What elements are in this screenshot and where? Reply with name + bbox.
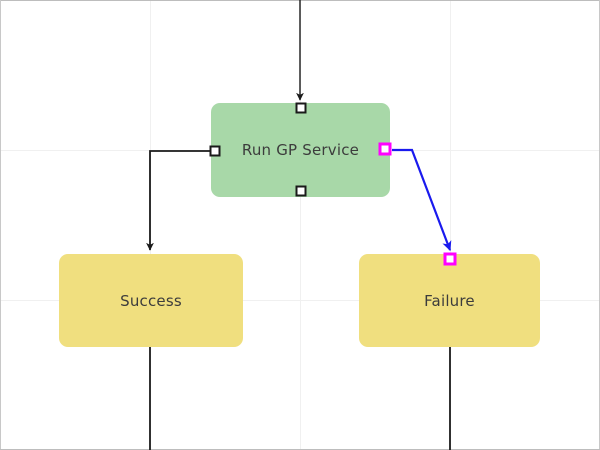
port-bottom-run-gp-service[interactable] bbox=[295, 185, 306, 197]
port-left-run-gp-service[interactable] bbox=[209, 145, 221, 157]
node-label-failure: Failure bbox=[424, 291, 475, 310]
node-label-run-gp-service: Run GP Service bbox=[241, 141, 360, 159]
canvas-left-border bbox=[0, 0, 1, 450]
edge-run-gp-service-to-success[interactable] bbox=[146, 150, 210, 251]
port-top-failure[interactable] bbox=[443, 252, 456, 266]
node-failure[interactable]: Failure bbox=[359, 254, 540, 347]
node-run-gp-service[interactable]: Run GP Service bbox=[211, 103, 390, 197]
port-top-run-gp-service[interactable] bbox=[295, 102, 306, 114]
edge-run-gp-service-to-failure[interactable] bbox=[392, 148, 452, 252]
port-right-run-gp-service[interactable] bbox=[378, 142, 392, 156]
node-success[interactable]: Success bbox=[59, 254, 243, 347]
node-label-success: Success bbox=[120, 291, 182, 310]
